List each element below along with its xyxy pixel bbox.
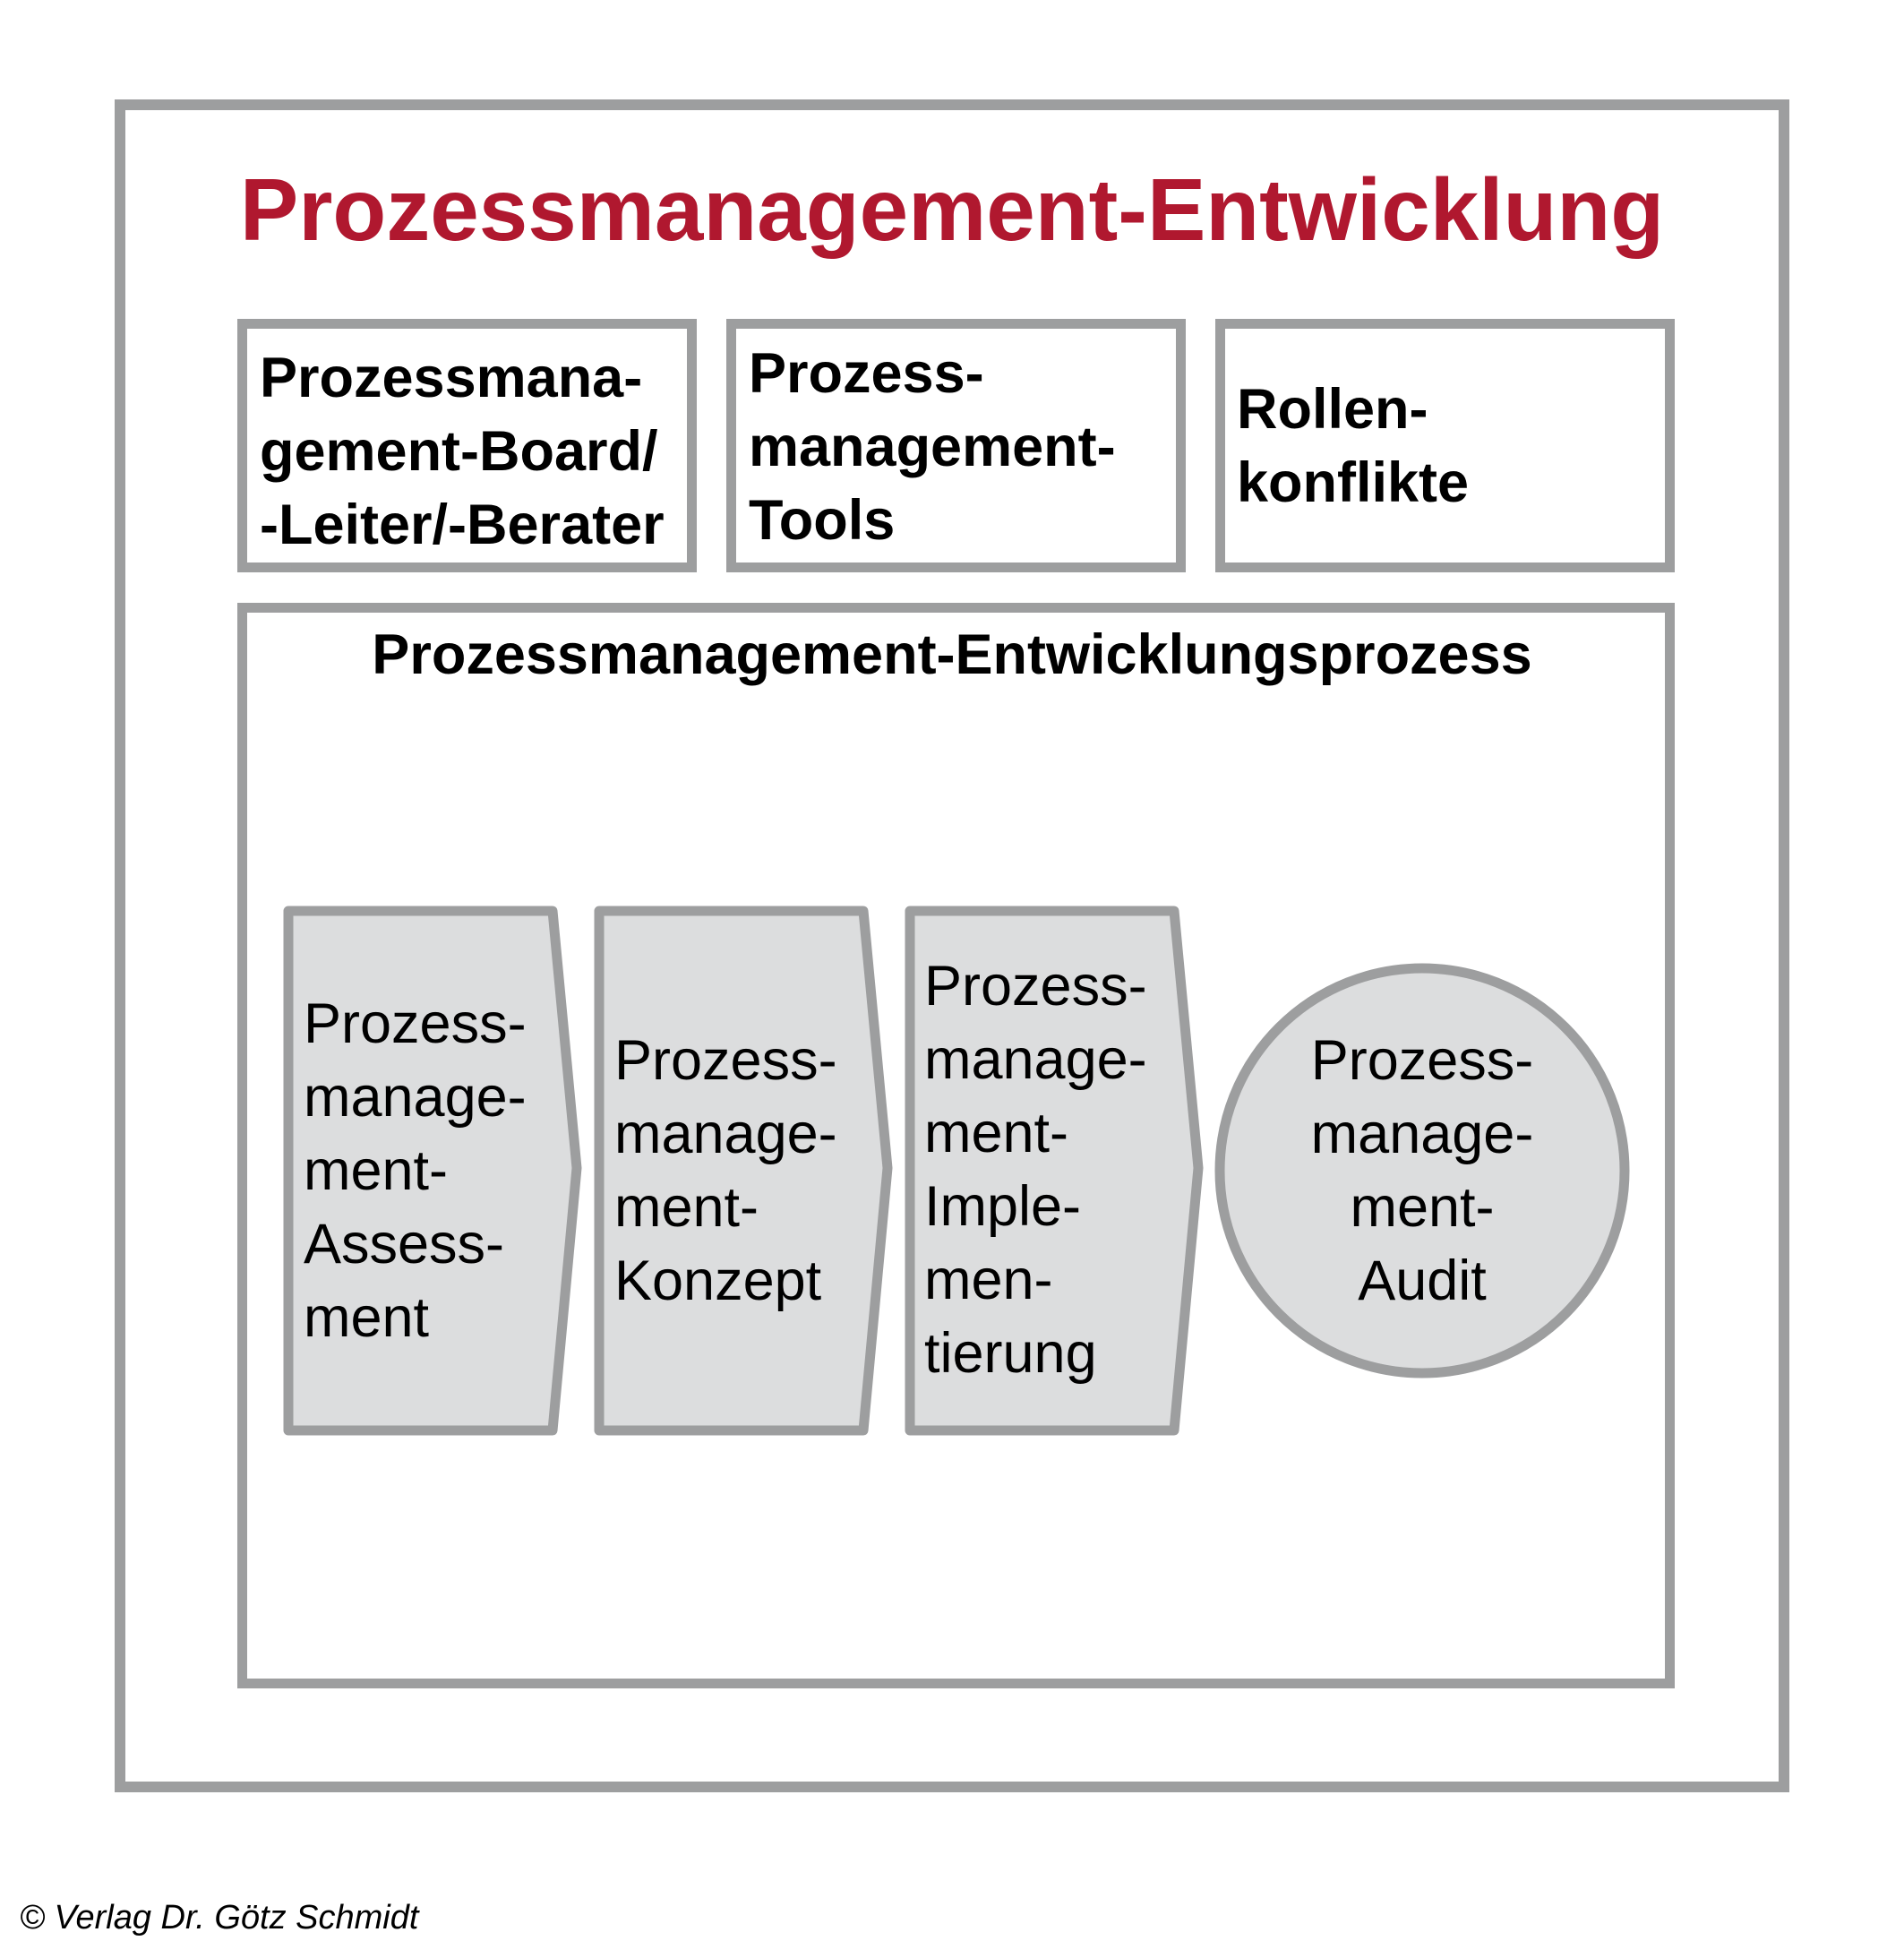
step-assessment-arrow: [283, 906, 582, 1436]
step-implementierung-label: Prozess- manage- ment- Imple- men- tieru…: [924, 955, 1147, 1385]
diagram-title: Prozessmanagement-Entwicklung: [239, 160, 1665, 259]
step-konzept-label: Prozess- manage- ment- Konzept: [614, 1029, 837, 1312]
step-audit-label: Prozess- manage- ment- Audit: [1310, 1029, 1534, 1312]
box-tools-label: Prozess- management- Tools: [749, 342, 1116, 552]
box-rollenkonflikte-label: Rollen- konflikte: [1237, 378, 1470, 514]
step-audit-circle: [1214, 963, 1630, 1378]
box-board-leiter-berater-label: Prozessmana- gement-Board/ -Leiter/-Bera…: [260, 347, 665, 556]
process-title: Prozessmanagement-Entwicklungsprozess: [372, 623, 1532, 686]
step-konzept-arrow: [594, 906, 893, 1436]
box-board-leiter-berater: [237, 319, 697, 572]
copyright-notice: © Verlag Dr. Götz Schmidt: [20, 1899, 419, 1937]
step-implementierung-arrow: [905, 906, 1204, 1436]
box-rollenkonflikte: [1215, 319, 1675, 572]
outer-frame: [115, 99, 1789, 1792]
box-tools: [726, 319, 1186, 572]
step-assessment-label: Prozess- manage- ment- Assess- ment: [304, 992, 527, 1349]
